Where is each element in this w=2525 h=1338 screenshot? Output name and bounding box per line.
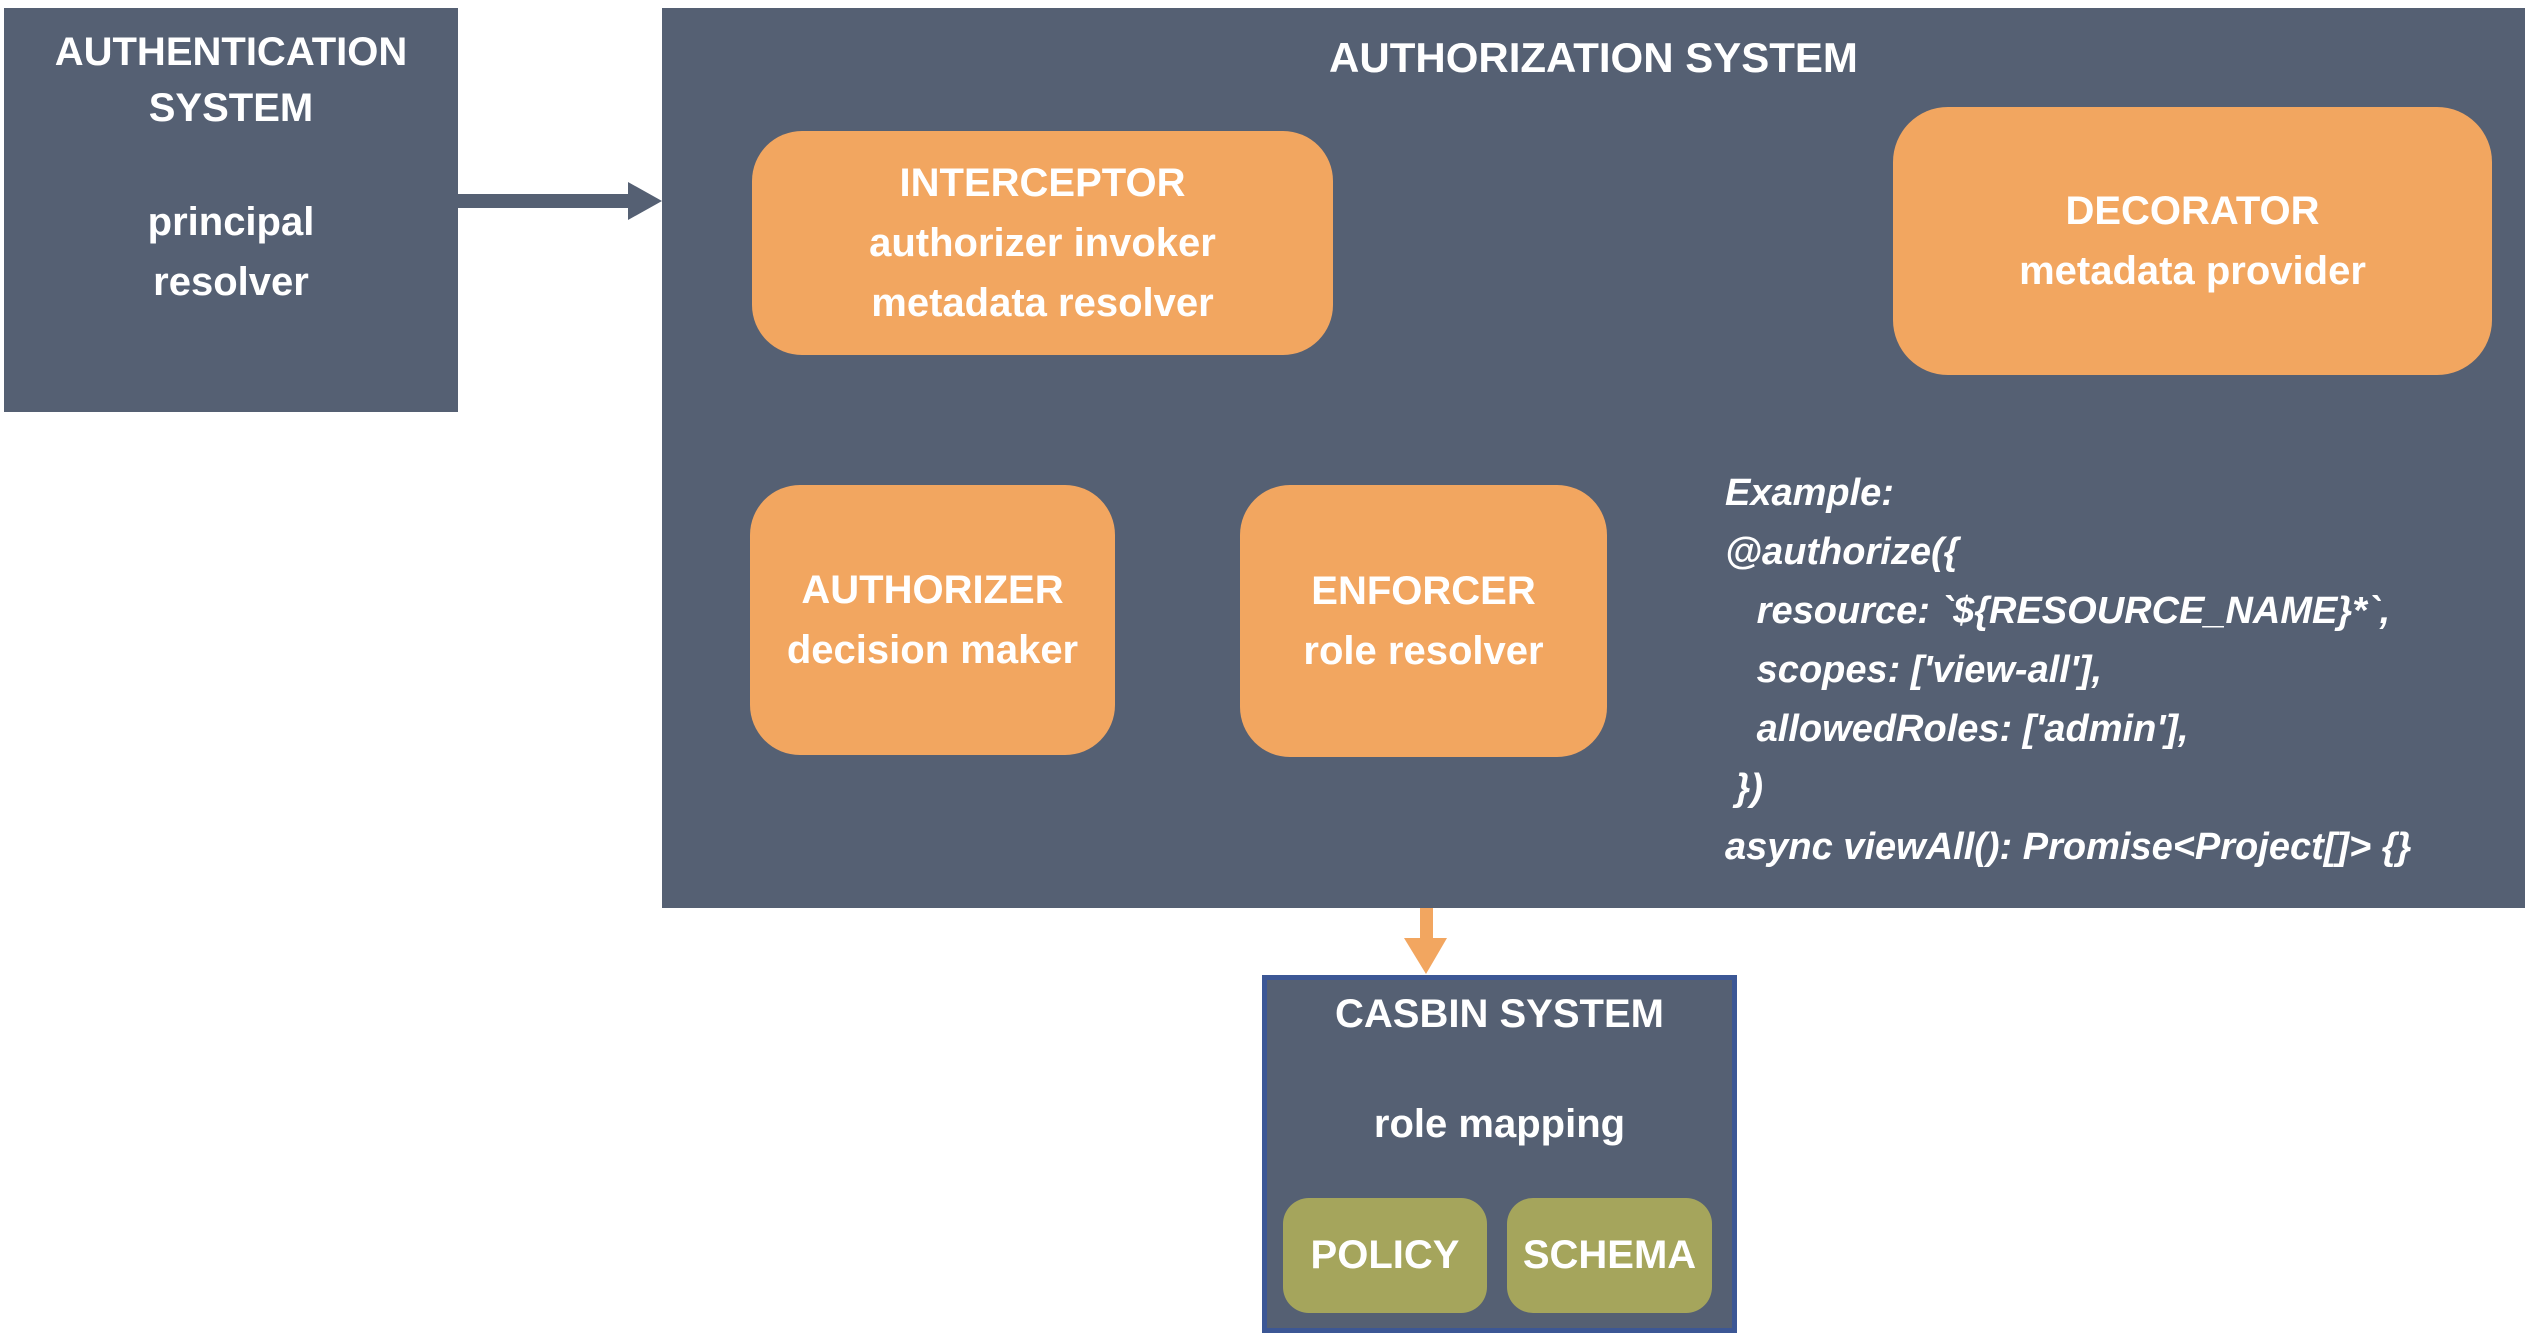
policy-node: POLICY [1283, 1198, 1487, 1313]
interceptor-role-1: authorizer invoker [869, 221, 1216, 265]
authorization-system-title: AUTHORIZATION SYSTEM [1329, 34, 1858, 81]
authentication-system-title: AUTHENTICATION SYSTEM [54, 30, 408, 130]
schema-label: SCHEMA [1522, 1233, 1697, 1277]
interceptor-title: INTERCEPTOR [899, 161, 1186, 205]
decorator-title: DECORATOR [2065, 189, 2320, 233]
decorator-node: DECORATOR metadata provider [1893, 107, 2492, 375]
authorizer-node: AUTHORIZER decision maker [750, 485, 1115, 755]
code-line: scopes: ['view-all'], [1725, 649, 2103, 691]
enforcer-node: ENFORCER role resolver [1240, 485, 1607, 757]
code-line: @authorize({ [1725, 531, 1959, 573]
example-callout-code: Example: @authorize({ resource: `${RESOU… [1725, 464, 2495, 877]
code-line: async viewAll(): Promise<Project[]> {} [1725, 826, 2412, 868]
code-line: Example: [1725, 472, 1894, 514]
authorizer-role: decision maker [786, 628, 1079, 672]
interceptor-role-2: metadata resolver [871, 281, 1214, 325]
enforcer-title: ENFORCER [1311, 569, 1536, 613]
code-line: }) [1725, 767, 1763, 809]
code-line: resource: `${RESOURCE_NAME}*`, [1725, 590, 2391, 632]
decorator-role: metadata provider [2019, 249, 2366, 293]
casbin-system-title: CASBIN SYSTEM [1335, 992, 1664, 1036]
auth-to-authorization-arrow [458, 182, 662, 220]
enforcer-role: role resolver [1303, 629, 1544, 673]
code-line: allowedRoles: ['admin'], [1725, 708, 2189, 750]
policy-label: POLICY [1310, 1233, 1460, 1277]
role-mapping-label: role mapping [1373, 1102, 1626, 1146]
authorizer-title: AUTHORIZER [801, 568, 1064, 612]
schema-node: SCHEMA [1507, 1198, 1712, 1313]
interceptor-node: INTERCEPTOR authorizer invoker metadata … [752, 131, 1333, 355]
casbin-system-box: CASBIN SYSTEM role mapping POLICY SCHEMA [1262, 975, 1737, 1333]
principal-resolver-label: principal resolver [147, 200, 315, 304]
authentication-system-box: AUTHENTICATION SYSTEM principal resolver [4, 8, 458, 412]
